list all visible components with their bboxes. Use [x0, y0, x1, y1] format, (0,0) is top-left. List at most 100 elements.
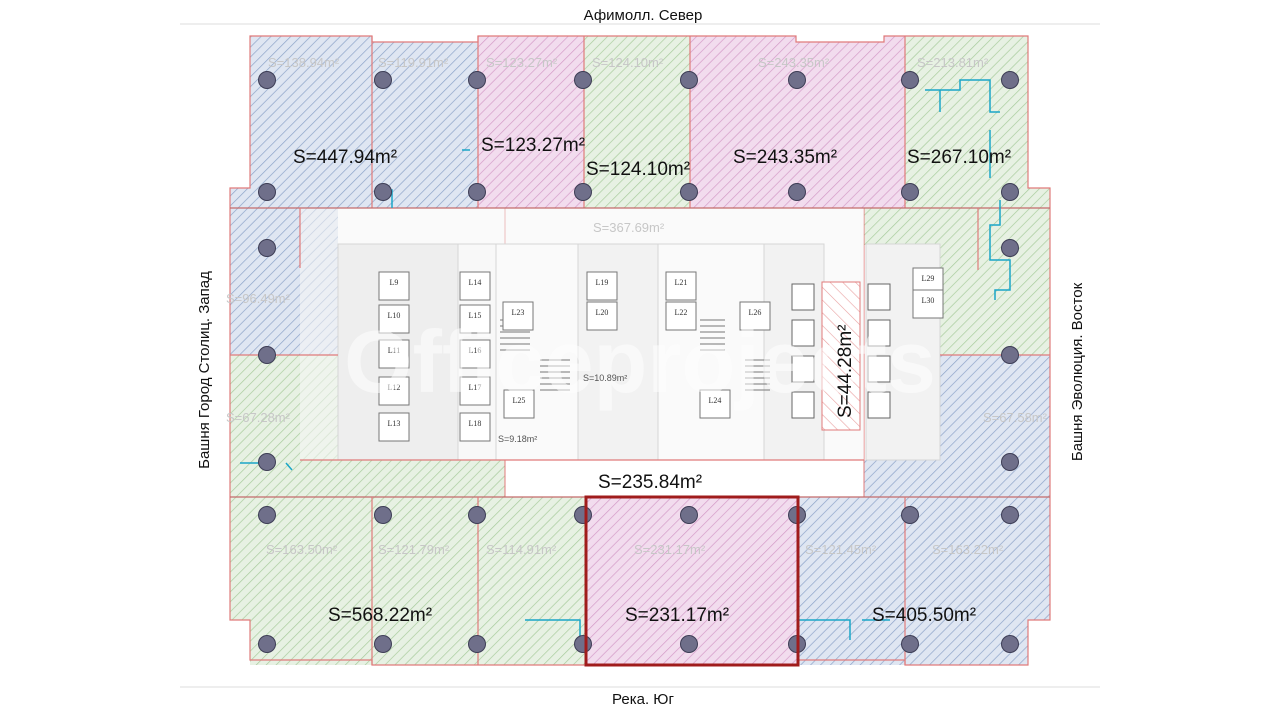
column [1001, 239, 1019, 257]
lift-label: L11 [388, 346, 401, 355]
lift-label: L20 [596, 308, 609, 317]
area-label-nw-large: S=447.94m² [293, 147, 397, 168]
lobby-lift-car [791, 319, 815, 347]
column [1001, 506, 1019, 524]
column [680, 71, 698, 89]
lift-car [378, 412, 410, 442]
column [901, 183, 919, 201]
zone-n3 [584, 36, 690, 208]
lift-car [378, 376, 410, 406]
column [468, 506, 486, 524]
lift-label: L12 [388, 383, 401, 392]
lift-car [459, 412, 491, 442]
stairs [500, 319, 770, 391]
lift-car [378, 304, 410, 334]
area-label-lift-lobby: S=44.28m² [835, 325, 856, 418]
east-label: Башня Эволюция. Восток [1069, 282, 1086, 461]
area-label-n3-large: S=124.10m² [586, 159, 690, 180]
lift-label: L21 [675, 278, 688, 287]
area-label-s2-small: S=114.91m² [486, 542, 557, 557]
lift-car [586, 301, 618, 331]
lift-car [459, 376, 491, 406]
zone-n2 [478, 36, 584, 208]
lift-label: L24 [709, 396, 722, 405]
column [680, 183, 698, 201]
column [374, 635, 392, 653]
lift-car [503, 389, 535, 419]
column [374, 71, 392, 89]
lift-label: L30 [922, 296, 935, 305]
column [1001, 183, 1019, 201]
zone-se [905, 497, 1050, 665]
lift-car [665, 271, 697, 301]
lift-car [459, 271, 491, 301]
column [574, 71, 592, 89]
lobby-lift-car [791, 283, 815, 311]
area-label-n4-small: S=243.35m² [758, 55, 830, 70]
area-label-w2-small: S=67.28m² [226, 410, 291, 425]
lift-car [739, 301, 771, 331]
large-area-labels: S=447.94m² S=123.27m² S=124.10m² S=243.3… [293, 135, 1011, 626]
lobby-lift-car [867, 283, 891, 311]
lift-car [459, 339, 491, 369]
lobby-lift-car [791, 391, 815, 419]
lift-label: L19 [596, 278, 609, 287]
column [1001, 71, 1019, 89]
column [574, 506, 592, 524]
area-label-n3-small: S=124.10m² [592, 55, 664, 70]
column [680, 635, 698, 653]
column [258, 239, 276, 257]
lobby-lift-car [791, 355, 815, 383]
area-label-e1-small: S=67.58m² [983, 410, 1048, 425]
lift-label: L14 [469, 278, 482, 287]
column [1001, 346, 1019, 364]
area-label-sw-large: S=568.22m² [328, 605, 432, 626]
area-label-s1-small: S=121.79m² [378, 542, 450, 557]
watermark-text: Officeprojects [344, 312, 936, 411]
column [468, 71, 486, 89]
column [788, 71, 806, 89]
lift-car [912, 289, 944, 319]
north-label: Афимолл. Север [584, 7, 703, 24]
area-label-se-large: S=405.50m² [872, 605, 976, 626]
column [901, 635, 919, 653]
lift-car [586, 271, 618, 301]
column [680, 506, 698, 524]
lift-label: L26 [749, 308, 762, 317]
zone-w2 [230, 355, 505, 497]
zone-s2 [478, 497, 586, 665]
area-label-sw-small: S=163.50m² [266, 542, 338, 557]
area-label-nw-small: S=138.94m² [268, 55, 340, 70]
column [374, 183, 392, 201]
lift-label: L29 [922, 274, 935, 283]
area-label-s3-small: S=231.17m² [634, 542, 706, 557]
zone-sw [230, 497, 372, 665]
column [258, 506, 276, 524]
lift-car [459, 304, 491, 334]
lift-label: L10 [388, 311, 401, 320]
area-label-core-b: S=9.18m² [498, 434, 537, 444]
column [1001, 635, 1019, 653]
column [788, 183, 806, 201]
lift-label: L25 [513, 396, 526, 405]
zone-nw [230, 36, 478, 268]
lift-label: L16 [469, 346, 482, 355]
lift-label: L23 [512, 308, 525, 317]
zone-ne [905, 36, 1050, 270]
column [574, 635, 592, 653]
zone-s3 [586, 497, 798, 665]
zone-n4 [690, 36, 905, 208]
area-label-corridor: S=235.84m² [598, 472, 702, 493]
selected-zone-outline[interactable] [584, 495, 800, 667]
column [258, 346, 276, 364]
lift-lobby [821, 281, 861, 431]
west-label: Башня Город Столиц. Запад [196, 271, 213, 469]
column [258, 183, 276, 201]
small-area-labels: S=138.94m² S=119.91m² S=123.27m² S=124.1… [226, 55, 1048, 557]
column [468, 635, 486, 653]
lift-car [378, 271, 410, 301]
area-label-w1-small: S=96.49m² [226, 291, 291, 306]
area-label-s4-small: S=121.45m² [805, 542, 877, 557]
area-label-ne-large: S=267.10m² [907, 147, 1011, 168]
